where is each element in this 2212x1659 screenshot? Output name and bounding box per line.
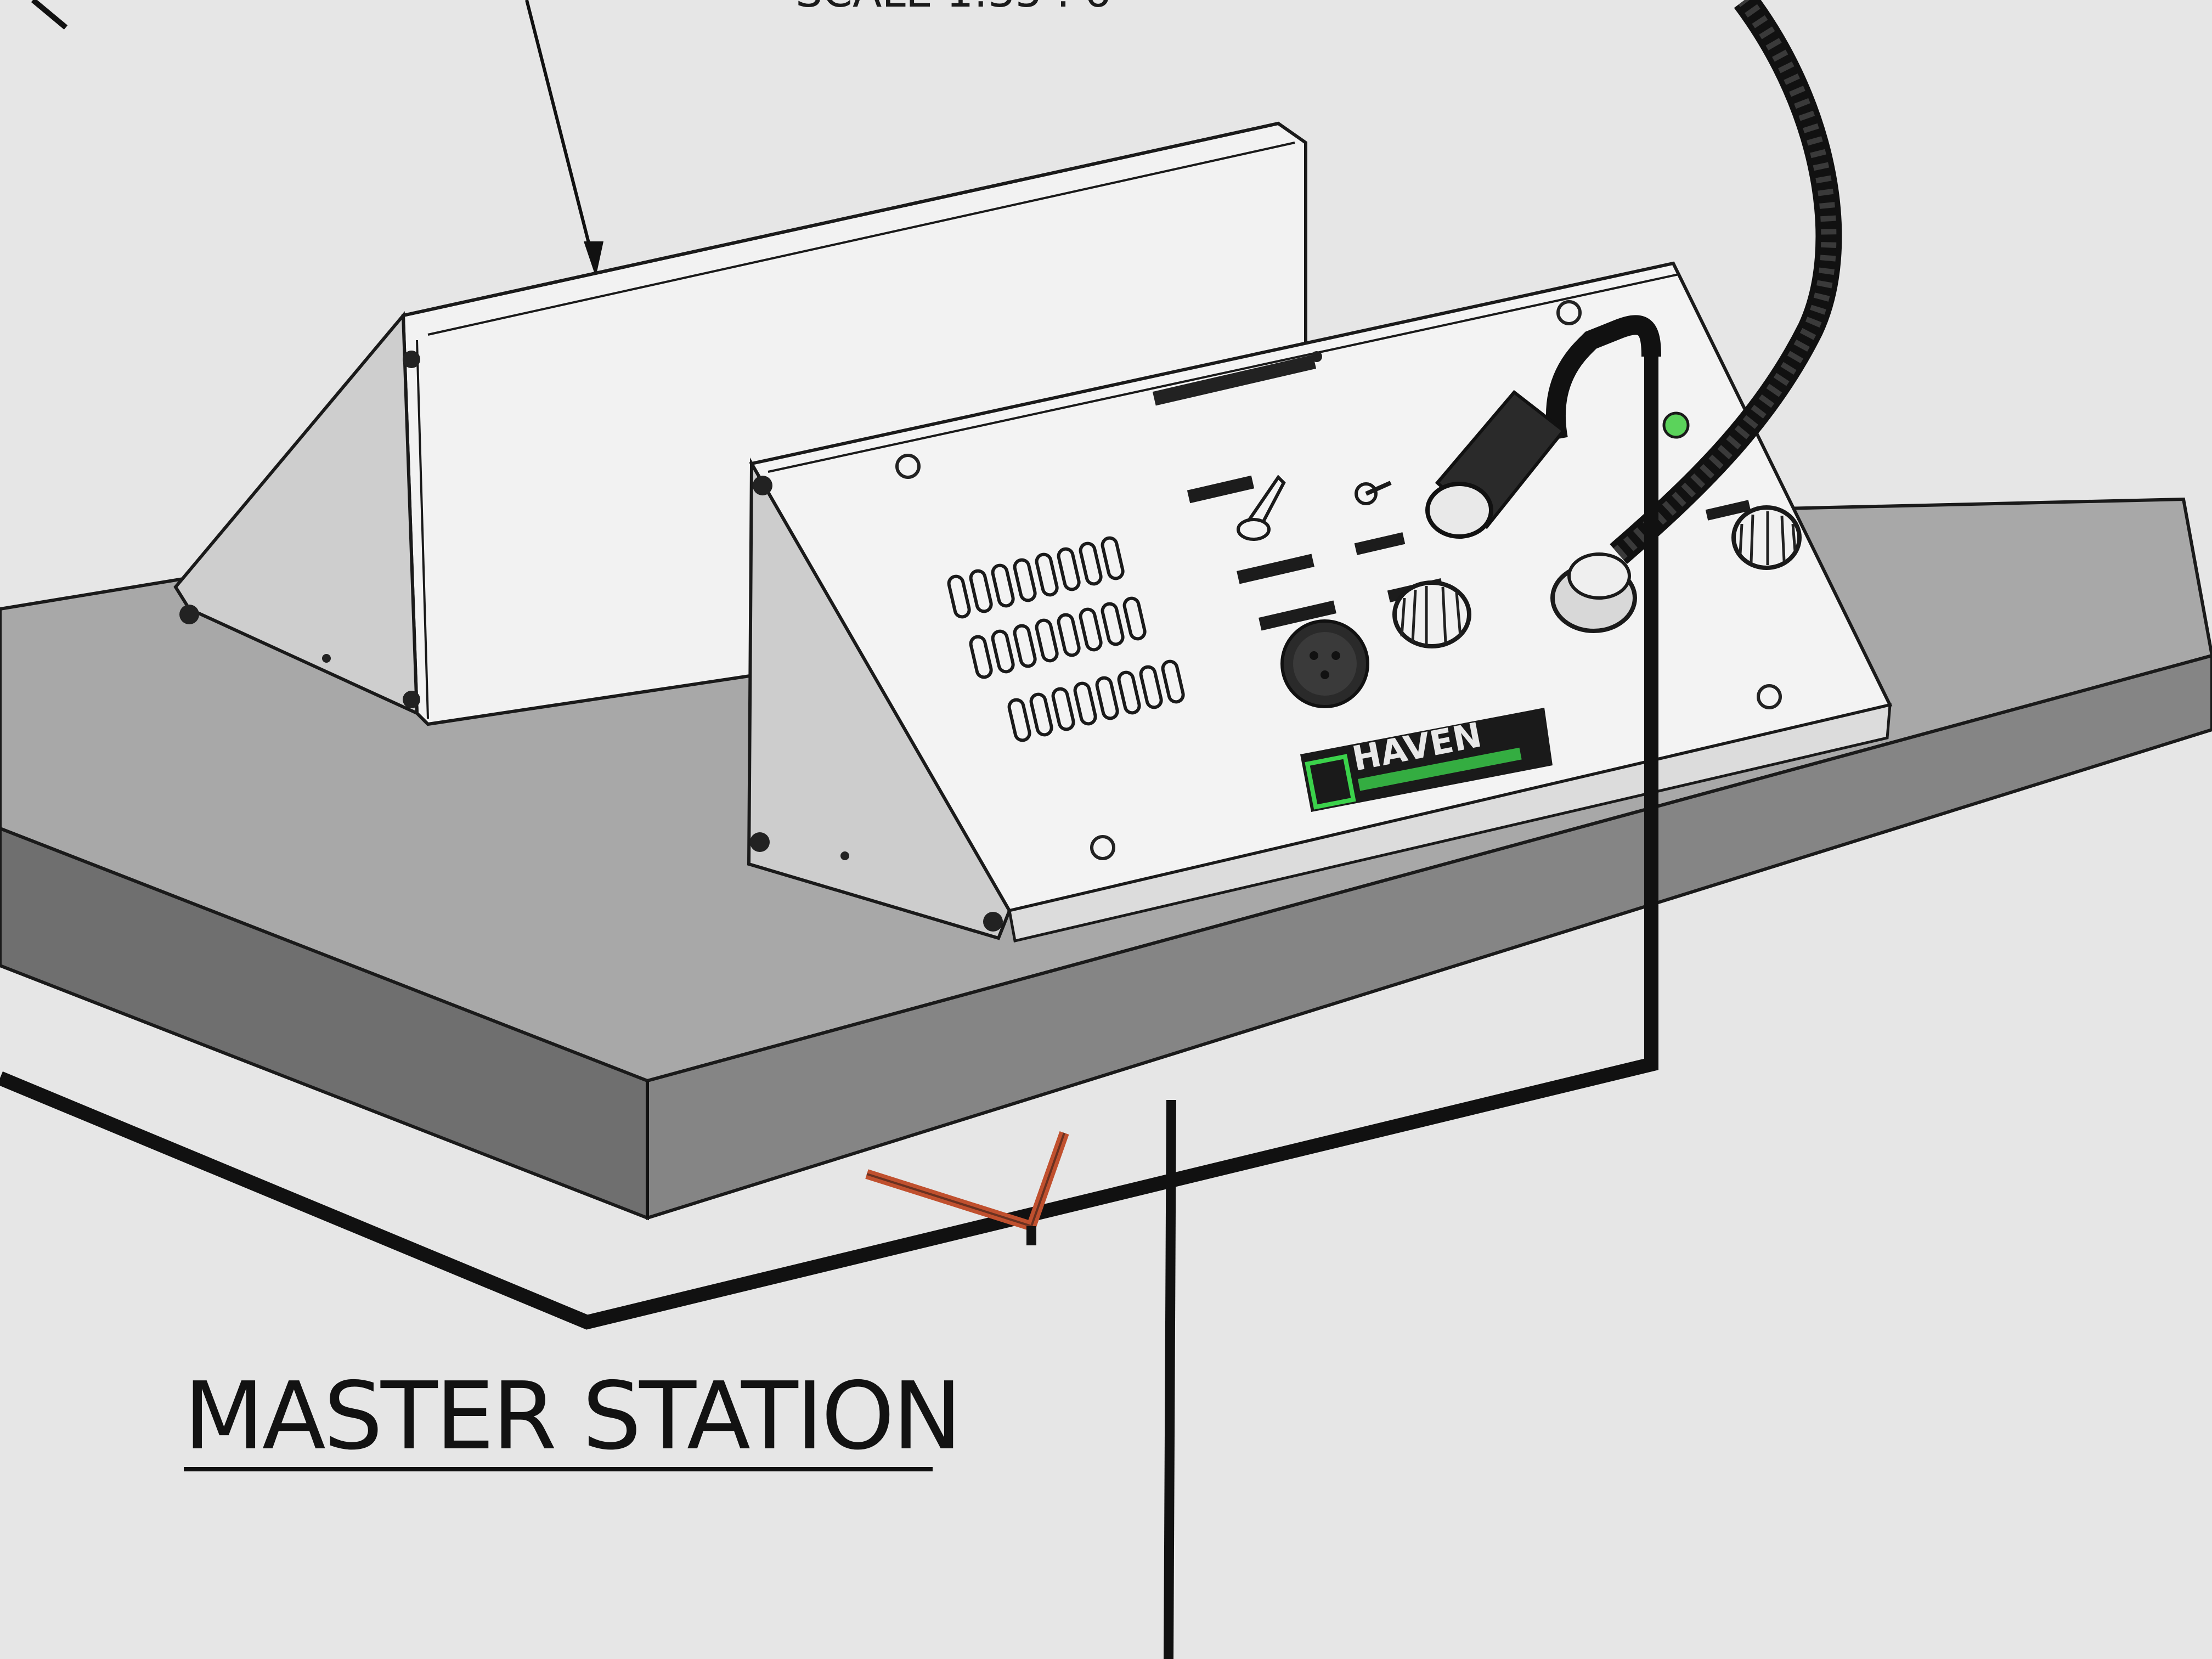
speaker-grille	[947, 536, 1185, 742]
red-cable	[865, 1131, 1069, 1245]
master-console: HAVEN	[747, 261, 1893, 943]
page-title: MASTER STATION	[184, 1362, 960, 1471]
lever-switch[interactable]	[1237, 475, 1286, 541]
handset-microphone-icon[interactable]	[1425, 315, 1661, 539]
led-indicator-icon	[1662, 411, 1690, 439]
key-switch[interactable]	[1355, 481, 1392, 505]
gain-knob[interactable]	[1731, 505, 1802, 570]
round-connector[interactable]	[1280, 619, 1369, 708]
gooseneck-microphone-icon[interactable]	[1550, 0, 1842, 633]
scale-label: SCALE 1:35 : 6	[795, 0, 1111, 17]
leader-arrow	[31, 0, 603, 277]
console-cable	[0, 357, 1658, 1659]
console-front-lip	[1008, 703, 1892, 943]
volume-knob[interactable]	[1392, 580, 1471, 648]
console-top-label	[1152, 354, 1317, 406]
